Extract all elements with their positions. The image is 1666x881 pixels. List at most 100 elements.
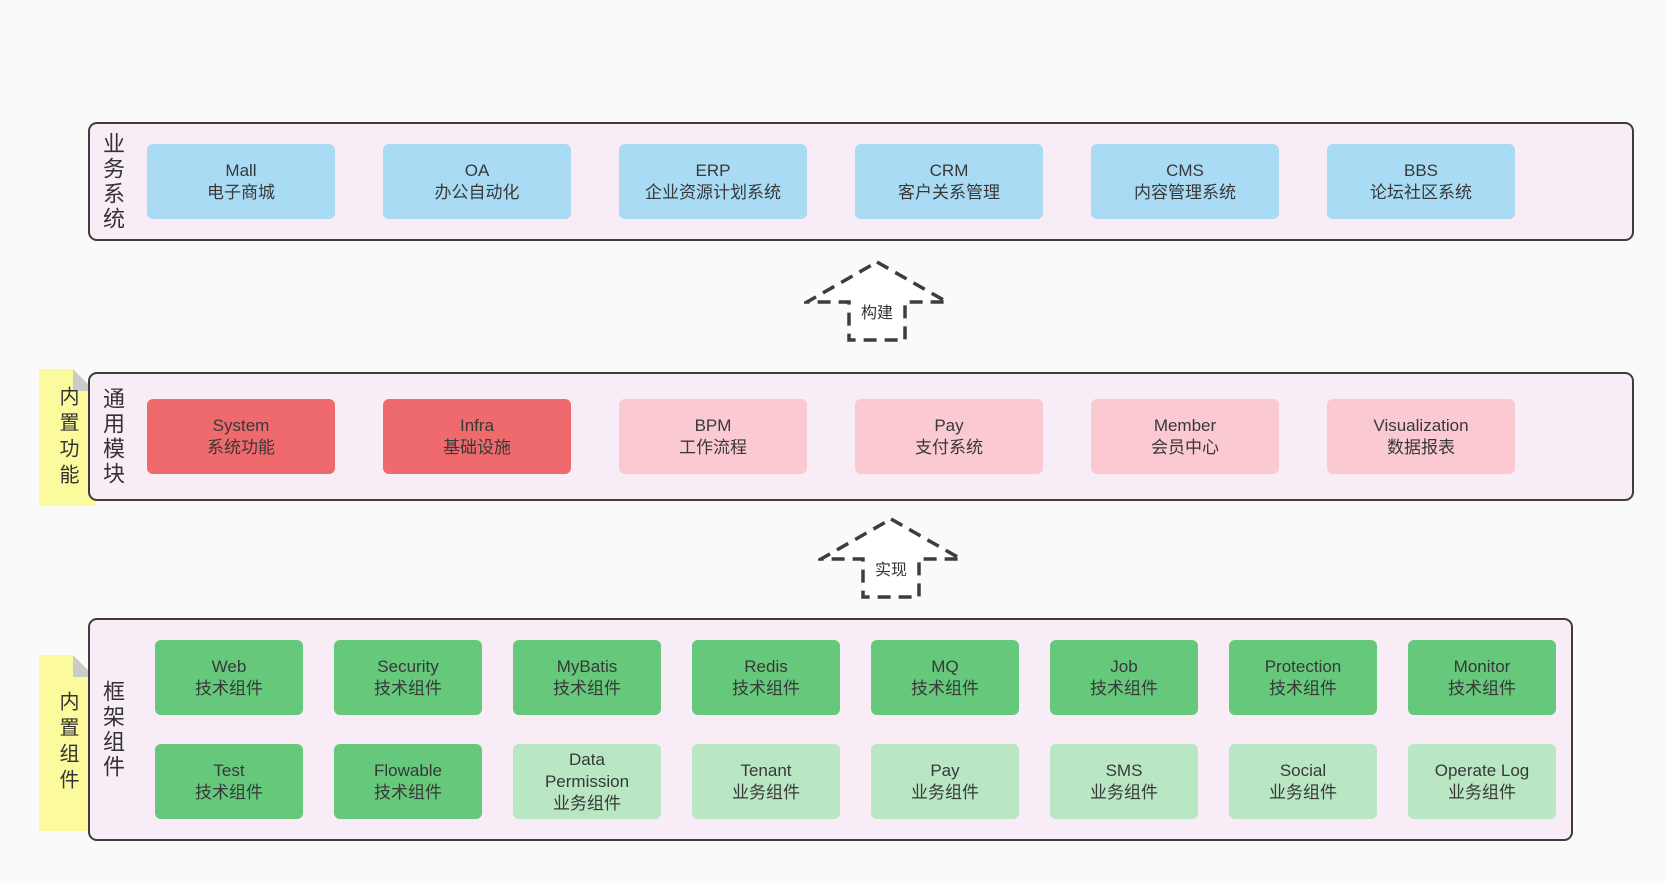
framework-components-row-2: Test 技术组件 Flowable 技术组件 Data Permission …: [155, 744, 1556, 819]
box-subtitle: 电子商城: [207, 182, 275, 202]
box-operate-log: Operate Log 业务组件: [1408, 744, 1556, 819]
box-title: Member: [1153, 415, 1217, 435]
framework-components-panel: 框架组件 Web 技术组件 Security 技术组件 MyBatis 技术组件…: [88, 618, 1573, 841]
box-title: Security: [377, 656, 439, 676]
box-subtitle: 客户关系管理: [898, 182, 1000, 202]
box-subtitle: 业务组件: [1448, 782, 1516, 802]
box-pay-system: Pay 支付系统: [855, 399, 1043, 474]
builtin-features-sticky: 内置功能: [39, 369, 95, 506]
build-arrow: 构建: [800, 259, 954, 343]
box-infra: Infra 基础设施: [383, 399, 571, 474]
box-title: Job: [1110, 656, 1138, 676]
box-subtitle: 业务组件: [1269, 782, 1337, 802]
box-title: BBS: [1403, 160, 1439, 180]
box-title: Pay: [930, 760, 960, 780]
box-title: Data Permission: [544, 749, 630, 791]
common-modules-label: 通用模块: [100, 386, 125, 487]
box-title: CMS: [1166, 160, 1204, 180]
builtin-features-sticky-label: 内置功能: [56, 385, 78, 490]
box-title: Redis: [744, 656, 788, 676]
box-title: Visualization: [1373, 415, 1469, 435]
box-subtitle: 系统功能: [207, 437, 275, 457]
box-title: BPM: [694, 415, 732, 435]
box-title: SMS: [1105, 760, 1143, 780]
box-security: Security 技术组件: [334, 640, 482, 715]
box-social: Social 业务组件: [1229, 744, 1377, 819]
box-subtitle: 内容管理系统: [1134, 182, 1236, 202]
business-systems-row: Mall 电子商城 OA 办公自动化 ERP 企业资源计划系统 CRM 客户关系…: [147, 144, 1515, 219]
box-subtitle: 业务组件: [732, 782, 800, 802]
box-oa: OA 办公自动化: [383, 144, 571, 219]
box-tenant: Tenant 业务组件: [692, 744, 840, 819]
framework-components-row-1: Web 技术组件 Security 技术组件 MyBatis 技术组件 Redi…: [155, 640, 1556, 715]
common-modules-panel: 通用模块 System 系统功能 Infra 基础设施 BPM 工作流程 Pay…: [88, 372, 1634, 501]
box-subtitle: 办公自动化: [434, 182, 520, 202]
box-subtitle: 会员中心: [1151, 437, 1219, 457]
build-arrow-label: 构建: [857, 299, 897, 323]
box-subtitle: 技术组件: [374, 782, 442, 802]
box-bbs: BBS 论坛社区系统: [1327, 144, 1515, 219]
common-modules-row: System 系统功能 Infra 基础设施 BPM 工作流程 Pay 支付系统…: [147, 399, 1515, 474]
box-title: OA: [464, 160, 490, 180]
box-title: Tenant: [740, 760, 792, 780]
box-subtitle: 技术组件: [911, 678, 979, 698]
box-subtitle: 业务组件: [553, 793, 621, 813]
box-title: System: [212, 415, 270, 435]
box-mall: Mall 电子商城: [147, 144, 335, 219]
box-title: Infra: [459, 415, 495, 435]
box-subtitle: 基础设施: [443, 437, 511, 457]
box-subtitle: 数据报表: [1387, 437, 1455, 457]
builtin-components-sticky: 内置组件: [39, 655, 95, 831]
business-systems-label: 业务系统: [100, 131, 125, 232]
box-subtitle: 论坛社区系统: [1370, 182, 1472, 202]
box-subtitle: 业务组件: [911, 782, 979, 802]
box-title: ERP: [695, 160, 731, 180]
box-subtitle: 技术组件: [1269, 678, 1337, 698]
box-subtitle: 支付系统: [915, 437, 983, 457]
box-subtitle: 工作流程: [679, 437, 747, 457]
box-title: Flowable: [373, 760, 443, 780]
box-subtitle: 技术组件: [1448, 678, 1516, 698]
box-subtitle: 技术组件: [195, 678, 263, 698]
box-bpm: BPM 工作流程: [619, 399, 807, 474]
box-protection: Protection 技术组件: [1229, 640, 1377, 715]
implement-arrow: 实现: [814, 516, 968, 600]
box-cms: CMS 内容管理系统: [1091, 144, 1279, 219]
box-title: Web: [211, 656, 247, 676]
box-member: Member 会员中心: [1091, 399, 1279, 474]
box-subtitle: 企业资源计划系统: [645, 182, 781, 202]
box-crm: CRM 客户关系管理: [855, 144, 1043, 219]
box-erp: ERP 企业资源计划系统: [619, 144, 807, 219]
box-test: Test 技术组件: [155, 744, 303, 819]
box-job: Job 技术组件: [1050, 640, 1198, 715]
box-title: CRM: [929, 160, 969, 180]
box-title: MQ: [931, 656, 959, 676]
box-title: Social: [1279, 760, 1327, 780]
box-redis: Redis 技术组件: [692, 640, 840, 715]
box-title: MyBatis: [556, 656, 618, 676]
box-title: Mall: [225, 160, 257, 180]
box-subtitle: 技术组件: [732, 678, 800, 698]
box-title: Pay: [934, 415, 964, 435]
box-subtitle: 技术组件: [553, 678, 621, 698]
box-title: Operate Log: [1434, 760, 1530, 780]
box-subtitle: 业务组件: [1090, 782, 1158, 802]
implement-arrow-label: 实现: [871, 556, 911, 580]
box-data-permission: Data Permission 业务组件: [513, 744, 661, 819]
box-subtitle: 技术组件: [195, 782, 263, 802]
box-title: Test: [213, 760, 245, 780]
box-title: Monitor: [1453, 656, 1511, 676]
box-mq: MQ 技术组件: [871, 640, 1019, 715]
box-subtitle: 技术组件: [374, 678, 442, 698]
box-monitor: Monitor 技术组件: [1408, 640, 1556, 715]
box-sms: SMS 业务组件: [1050, 744, 1198, 819]
business-systems-panel: 业务系统 Mall 电子商城 OA 办公自动化 ERP 企业资源计划系统 CRM…: [88, 122, 1634, 241]
builtin-components-sticky-label: 内置组件: [56, 691, 78, 795]
box-flowable: Flowable 技术组件: [334, 744, 482, 819]
box-subtitle: 技术组件: [1090, 678, 1158, 698]
framework-components-label: 框架组件: [100, 679, 125, 780]
box-pay-component: Pay 业务组件: [871, 744, 1019, 819]
box-system: System 系统功能: [147, 399, 335, 474]
box-web: Web 技术组件: [155, 640, 303, 715]
